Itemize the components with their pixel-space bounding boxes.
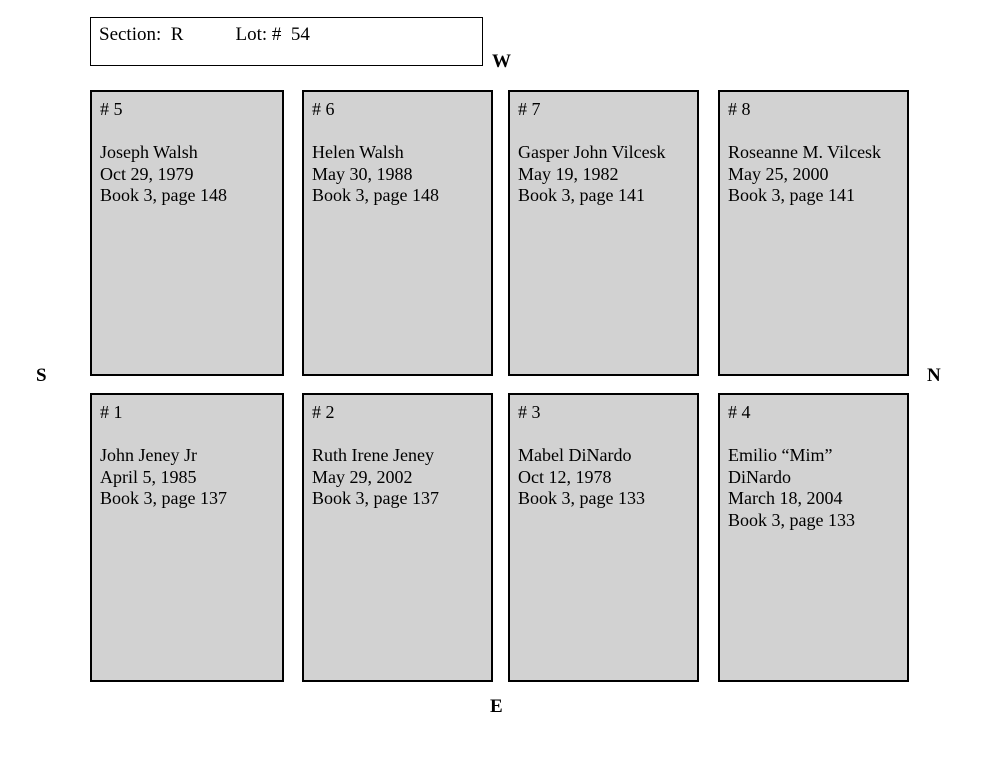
plot-number: # 1 xyxy=(100,402,123,422)
plot-reference: Book 3, page 141 xyxy=(728,185,855,205)
plot-number: # 8 xyxy=(728,99,751,119)
plot-date: May 30, 1988 xyxy=(312,163,413,184)
plot-reference: Book 3, page 148 xyxy=(312,185,439,205)
plot-cell-3[interactable]: # 3 Mabel DiNardo Oct 12, 1978 Book 3, p… xyxy=(508,393,699,682)
plot-reference: Book 3, page 133 xyxy=(728,509,855,530)
plot-number: # 3 xyxy=(518,402,541,422)
compass-label-north: N xyxy=(927,365,941,386)
plot-details: Gasper John Vilcesk May 19, 1982 Book 3,… xyxy=(518,142,693,207)
plot-name: Joseph Walsh xyxy=(100,142,198,162)
plot-cell-4[interactable]: # 4 Emilio “Mim” DiNardo March 18, 2004 … xyxy=(718,393,909,682)
section-label: Section: xyxy=(99,24,162,45)
section-value: R xyxy=(170,24,184,45)
plot-details: John Jeney Jr April 5, 1985 Book 3, page… xyxy=(100,445,278,510)
plot-number: # 2 xyxy=(312,402,335,422)
lot-header-box: Section: R Lot: # 54 xyxy=(90,17,483,66)
plot-name: Roseanne M. Vilcesk xyxy=(728,142,882,162)
plot-name-continued: DiNardo xyxy=(728,466,791,487)
plot-cell-2[interactable]: # 2 Ruth Irene Jeney May 29, 2002 Book 3… xyxy=(302,393,493,682)
plot-reference: Book 3, page 137 xyxy=(100,488,227,508)
plot-cell-6[interactable]: # 6 Helen Walsh May 30, 1988 Book 3, pag… xyxy=(302,90,493,376)
plot-details: Helen Walsh May 30, 1988 Book 3, page 14… xyxy=(312,142,487,207)
plot-date: May 29, 2002 xyxy=(312,466,413,487)
plot-cell-1[interactable]: # 1 John Jeney Jr April 5, 1985 Book 3, … xyxy=(90,393,284,682)
lot-label: Lot: xyxy=(235,24,268,45)
plot-details: Mabel DiNardo Oct 12, 1978 Book 3, page … xyxy=(518,445,693,510)
plot-number: # 6 xyxy=(312,99,335,119)
plot-name: Ruth Irene Jeney xyxy=(312,445,434,465)
plot-date: May 19, 1982 xyxy=(518,163,619,184)
plot-reference: Book 3, page 148 xyxy=(100,185,227,205)
plot-name: John Jeney Jr xyxy=(100,445,197,465)
plot-reference: Book 3, page 137 xyxy=(312,488,439,508)
plot-name: Emilio “Mim” xyxy=(728,445,833,465)
plot-cell-7[interactable]: # 7 Gasper John Vilcesk May 19, 1982 Boo… xyxy=(508,90,699,376)
lot-header-text: Section: R Lot: # 54 xyxy=(99,22,310,48)
plot-date: March 18, 2004 xyxy=(728,488,843,508)
plot-date: April 5, 1985 xyxy=(100,466,197,487)
plot-date: May 25, 2000 xyxy=(728,163,829,184)
compass-label-west: W xyxy=(492,51,511,72)
plot-date: Oct 12, 1978 xyxy=(518,466,612,487)
compass-label-east: E xyxy=(490,696,503,717)
plot-cell-8[interactable]: # 8 Roseanne M. Vilcesk May 25, 2000 Boo… xyxy=(718,90,909,376)
plot-details: Ruth Irene Jeney May 29, 2002 Book 3, pa… xyxy=(312,445,487,510)
plot-number: # 7 xyxy=(518,99,541,119)
plot-details: Emilio “Mim” DiNardo March 18, 2004 Book… xyxy=(728,445,903,531)
lot-value: # 54 xyxy=(271,24,310,45)
plot-number: # 4 xyxy=(728,402,751,422)
plot-date: Oct 29, 1979 xyxy=(100,163,194,184)
plot-details: Roseanne M. Vilcesk May 25, 2000 Book 3,… xyxy=(728,142,903,207)
plot-name: Mabel DiNardo xyxy=(518,445,632,465)
plot-cell-5[interactable]: # 5 Joseph Walsh Oct 29, 1979 Book 3, pa… xyxy=(90,90,284,376)
compass-label-south: S xyxy=(36,365,47,386)
plot-reference: Book 3, page 141 xyxy=(518,185,645,205)
plot-number: # 5 xyxy=(100,99,123,119)
plot-reference: Book 3, page 133 xyxy=(518,488,645,508)
plot-details: Joseph Walsh Oct 29, 1979 Book 3, page 1… xyxy=(100,142,278,207)
plot-name: Gasper John Vilcesk xyxy=(518,142,666,162)
plot-name: Helen Walsh xyxy=(312,142,404,162)
